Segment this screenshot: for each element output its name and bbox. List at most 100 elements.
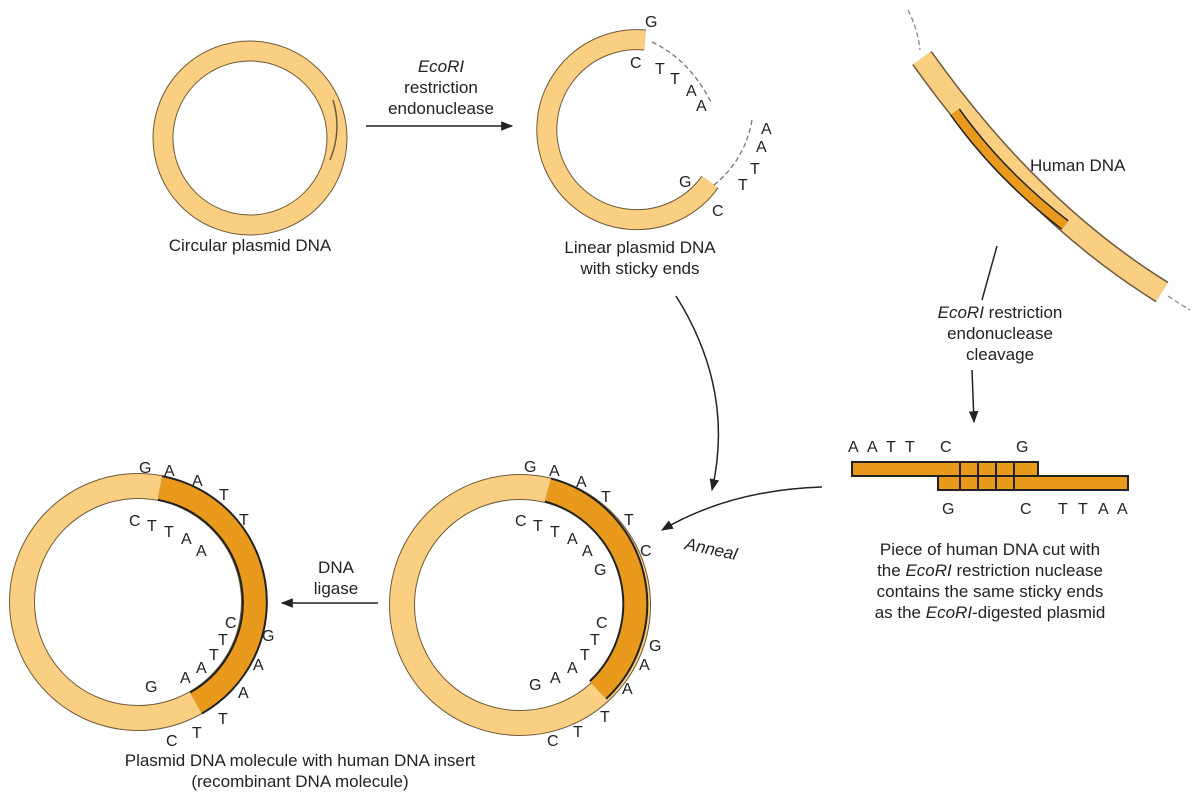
fragment-caption-line3: contains the same sticky ends (876, 582, 1104, 601)
annealed-lower-outer-6: C (547, 733, 559, 750)
annealed-upper-inner-5: A (582, 543, 593, 560)
ecori-arrow-line3: endonuclease (388, 99, 494, 118)
human-dna-label: Human DNA (1030, 156, 1126, 175)
fragment-top-base-6: G (1016, 439, 1028, 456)
recombinant-lower-inner-2: T (218, 632, 228, 649)
annealed-upper-inner-6: G (594, 562, 606, 579)
recombinant-lower-inner-1: C (225, 615, 237, 632)
ecori-arrow-enzyme: EcoRI (417, 57, 465, 76)
annealed-lower-outer-4: T (600, 709, 610, 726)
annealed-upper-outer-6: C (640, 543, 652, 560)
arrow-cleavage-top (981, 245, 998, 301)
ecori-arrow-label: EcoRI restriction endonuclease (376, 56, 506, 119)
fragment-top-base-2: A (867, 439, 878, 456)
linear-top-a2: A (696, 98, 707, 115)
recombinant-caption-line2: (recombinant DNA molecule) (191, 772, 409, 791)
annealed-lower-inner-1: C (596, 615, 608, 632)
linear-caption-line2: with sticky ends (580, 259, 700, 278)
annealed-upper-outer-3: A (576, 474, 587, 491)
human-dna-fragment (851, 461, 1129, 491)
annealed-upper-outer-1: G (524, 459, 536, 476)
recombinant-upper-inner-5: A (196, 543, 207, 560)
linear-bottom-t2: T (738, 177, 748, 194)
recombinant-upper-outer-2: A (164, 463, 175, 480)
linear-top-t2: T (670, 71, 680, 88)
ligase-label: DNA ligase (296, 557, 376, 599)
annealed-lower-inner-5: A (550, 670, 561, 687)
fragment-bottom-base-5: A (1098, 501, 1109, 518)
ligase-line2: ligase (313, 579, 359, 598)
linear-bottom-c: C (712, 203, 724, 220)
human-dna-strand (907, 9, 1191, 311)
recombinant-upper-inner-1: C (129, 513, 141, 530)
annealed-upper-outer-4: T (601, 489, 611, 506)
cleavage-line2: endonuclease (947, 324, 1053, 343)
linear-top-t1: T (655, 61, 665, 78)
annealed-lower-inner: C T T A A G (529, 615, 608, 694)
recombinant-caption: Plasmid DNA molecule with human DNA inse… (80, 750, 520, 792)
fragment-bottom-base-2: C (1020, 501, 1032, 518)
arrow-linear-to-anneal (675, 295, 720, 492)
annealed-lower-outer-1: G (649, 638, 661, 655)
recombinant-lower-outer-5: T (192, 725, 202, 742)
circular-plasmid-caption: Circular plasmid DNA (168, 236, 332, 255)
linear-bottom-t1: T (750, 161, 760, 178)
annealed-upper-inner-4: A (567, 531, 578, 548)
recombinant-upper-outer-3: A (192, 473, 203, 490)
arrow-fragment-to-anneal (660, 486, 823, 531)
recombinant-lower-inner: C T T A A G (145, 615, 237, 696)
annealed-upper-outer-2: A (549, 463, 560, 480)
annealed-lower-outer-3: A (622, 681, 633, 698)
annealed-upper-outer: G A A T T C (524, 459, 652, 560)
annealed-lower-inner-4: A (567, 660, 578, 677)
fragment-bottom-base-1: G (942, 501, 954, 518)
linear-bottom-a2: A (756, 139, 767, 156)
recombinant-upper-inner-2: T (147, 518, 157, 535)
ligase-line1: DNA (318, 558, 354, 577)
arrow-cleavage-bottom (968, 369, 979, 424)
recombinant-upper-outer-1: G (139, 460, 151, 477)
cleavage-line1: EcoRI restriction (937, 303, 1063, 322)
recombinant-plasmid (9, 473, 268, 731)
linear-plasmid-caption: Linear plasmid DNA with sticky ends (530, 237, 750, 279)
annealed-lower-inner-3: T (580, 647, 590, 664)
linear-plasmid (536, 29, 753, 231)
annealed-lower-outer-5: T (573, 724, 583, 741)
recombinant-upper-outer-5: T (239, 512, 249, 529)
recombinant-upper-inner-4: A (181, 531, 192, 548)
recombinant-lower-outer-1: G (262, 628, 274, 645)
recombinant-lower-inner-5: A (180, 670, 191, 687)
linear-top-c: C (630, 55, 642, 72)
recombinant-upper-outer: G A A T T (139, 460, 249, 529)
annealed-lower-outer: G A A T T C (547, 638, 661, 750)
linear-bottom-a1: A (761, 121, 772, 138)
recombinant-lower-outer-3: A (238, 685, 249, 702)
recombinant-lower-inner-3: T (209, 647, 219, 664)
linear-caption-line1: Linear plasmid DNA (564, 238, 716, 257)
cleavage-label: EcoRI restriction endonuclease cleavage (910, 302, 1090, 365)
annealed-upper-inner-3: T (550, 524, 560, 541)
annealed-lower-outer-2: A (639, 657, 650, 674)
fragment-caption-line4: as the EcoRI-digested plasmid (874, 603, 1106, 622)
linear-top-a1: A (686, 83, 697, 100)
fragment-top-base-3: T (886, 439, 896, 456)
sticky-end-bottom (713, 119, 753, 186)
annealed-upper-inner-2: T (533, 518, 543, 535)
fragment-bottom-base-6: A (1117, 501, 1128, 518)
recombinant-upper-outer-4: T (219, 487, 229, 504)
recombinant-lower-inner-4: A (196, 660, 207, 677)
annealed-upper-inner: C T T A A G (515, 513, 606, 579)
recombinant-lower-outer-6: C (166, 733, 178, 750)
fragment-bottom-base-3: T (1058, 501, 1068, 518)
linear-top-g: G (645, 14, 657, 31)
fragment-caption-line2: the EcoRI restriction nuclease (877, 561, 1103, 580)
circular-plasmid (152, 40, 348, 236)
fragment-top-base-5: C (940, 439, 952, 456)
fragment-top-base-1: A (848, 439, 859, 456)
recombinant-lower-outer: G A A T T C (166, 628, 274, 750)
fragment-caption: Piece of human DNA cut with the EcoRI re… (830, 539, 1150, 623)
annealed-lower-inner-6: G (529, 677, 541, 694)
recombinant-lower-outer-2: A (253, 657, 264, 674)
anneal-label: Anneal (682, 534, 740, 564)
